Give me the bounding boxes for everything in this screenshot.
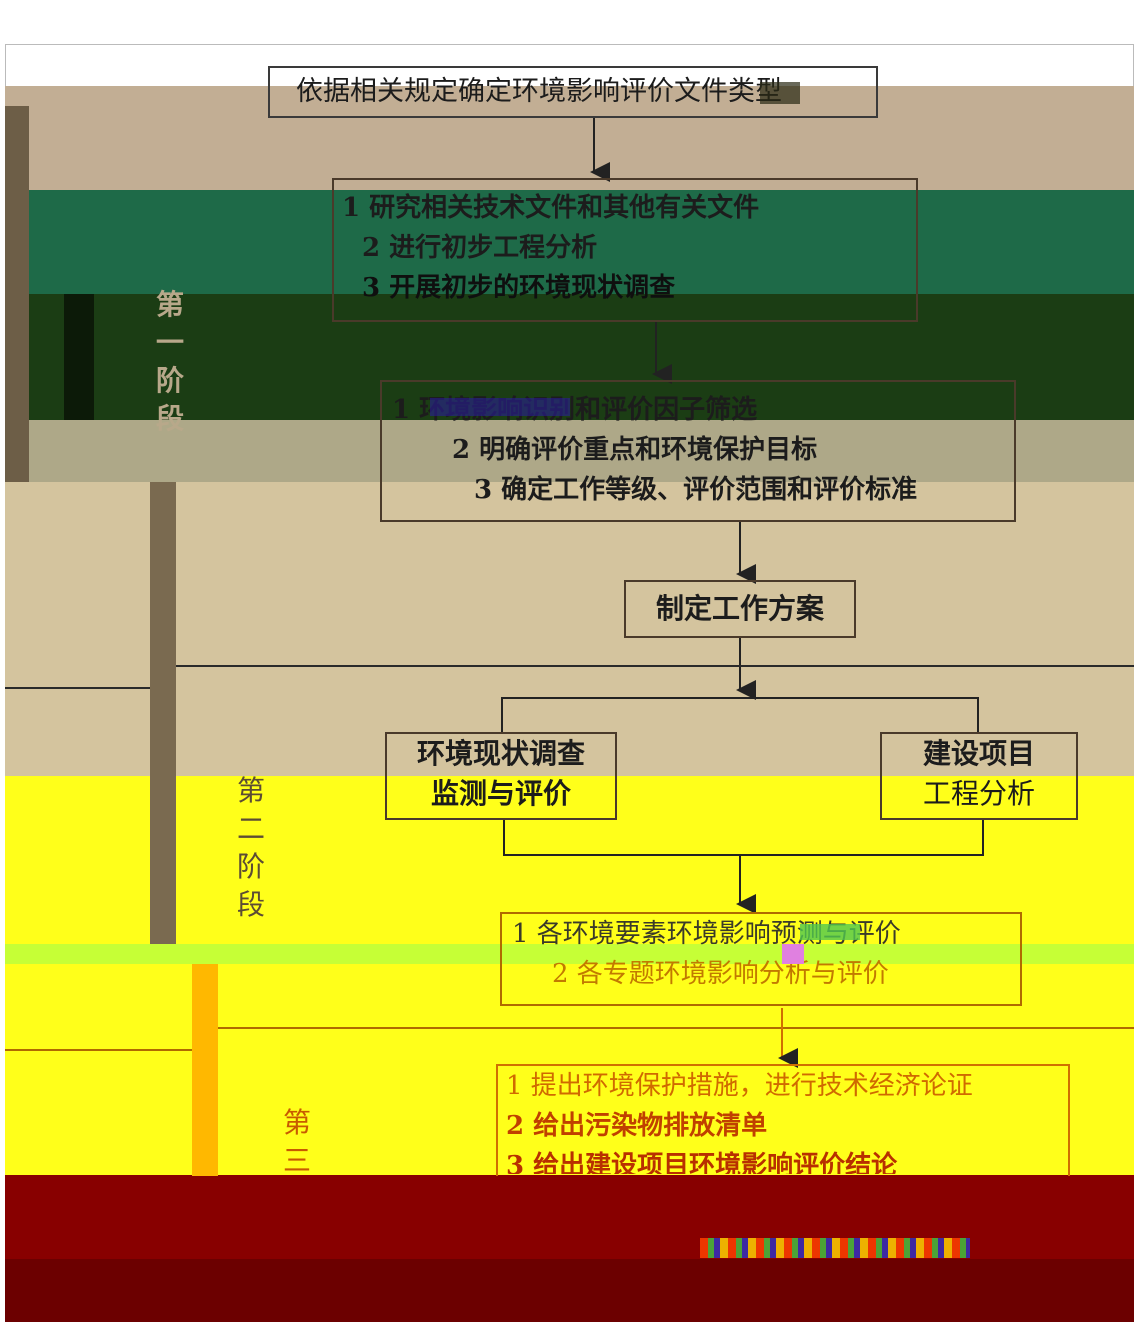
split-line <box>501 697 979 732</box>
stage2-label: 第二阶段 <box>236 774 265 921</box>
band-green <box>5 190 1134 294</box>
stage1-task-2: 2 进行初步工程分析 <box>362 233 598 263</box>
project-analysis-line-1: 建设项目 <box>922 737 1035 770</box>
stage1-tasks-box: 1 研究相关技术文件和其他有关文件 2 进行初步工程分析 3 开展初步的环境现状… <box>332 178 918 322</box>
stage3-label: 第三 <box>282 1106 311 1177</box>
stage3-conclusion-2: 2 给出污染物排放清单 <box>506 1111 768 1141</box>
band-olive <box>5 420 1134 482</box>
band-beige <box>5 482 1134 798</box>
env-survey-line-2: 监测与评价 <box>430 777 571 810</box>
scan-artifact-3 <box>800 924 860 940</box>
stage3-conclusion-3: 3 给出建设项目环境影响评价结论 <box>506 1151 898 1174</box>
stage2-assessment-box: 1 各环境要素环境影响预测与评价 2 各专题环境影响分析与评价 <box>500 912 1022 1006</box>
scan-artifact-1 <box>760 82 800 104</box>
stage1-bar-dark <box>64 294 94 420</box>
project-analysis-box: 建设项目 工程分析 <box>880 732 1078 820</box>
stage1-task-1: 1 研究相关技术文件和其他有关文件 <box>342 193 760 223</box>
stage2-assessment-2: 2 各专题环境影响分析与评价 <box>552 959 889 989</box>
band-lime <box>5 944 1134 964</box>
stage1-scoping-3: 3 确定工作等级、评价范围和评价标准 <box>474 475 918 505</box>
stage1-bar <box>5 106 29 482</box>
merge-line <box>503 820 984 856</box>
stage3-bar <box>192 964 218 1176</box>
env-survey-box: 环境现状调查 监测与评价 <box>385 732 617 820</box>
env-survey-line-1: 环境现状调查 <box>416 737 585 770</box>
project-analysis-line-2: 工程分析 <box>922 777 1035 810</box>
stage2-assessment-1: 1 各环境要素环境影响预测与评价 <box>512 919 901 949</box>
stage1-task-3: 3 开展初步的环境现状调查 <box>362 273 676 303</box>
band-maroon <box>5 1259 1134 1322</box>
work-plan-box: 制定工作方案 <box>624 580 856 638</box>
determine-type-label: 依据相关规定确定环境影响评价文件类型 <box>296 76 782 107</box>
band-tan <box>5 86 1134 190</box>
scan-artifact-5 <box>700 1238 970 1258</box>
scan-artifact-2 <box>430 398 570 416</box>
determine-type-box: 依据相关规定确定环境影响评价文件类型 <box>268 66 878 118</box>
stage1-label: 第一阶段 <box>155 288 184 435</box>
stage2-bar <box>150 482 176 944</box>
stage1-scoping-2: 2 明确评价重点和环境保护目标 <box>452 435 818 465</box>
scan-artifact-4 <box>782 944 804 964</box>
stage3-conclusions-box: 1 提出环境保护措施，进行技术经济论证 2 给出污染物排放清单 3 给出建设项目… <box>496 1064 1070 1176</box>
work-plan-label: 制定工作方案 <box>655 592 824 625</box>
stage3-conclusion-1: 1 提出环境保护措施，进行技术经济论证 <box>506 1071 973 1101</box>
